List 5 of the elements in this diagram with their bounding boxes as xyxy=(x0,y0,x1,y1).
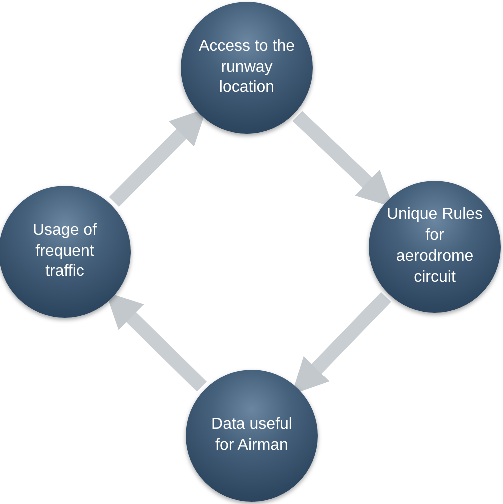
node-label: Usage of frequent traffic xyxy=(32,220,98,282)
circle-node xyxy=(0,186,131,318)
node-label: Unique Rules for aerodrome circuit xyxy=(386,205,484,288)
node-label: Access to the runway location xyxy=(198,36,296,98)
node-label: Data useful for Airman xyxy=(210,415,294,456)
